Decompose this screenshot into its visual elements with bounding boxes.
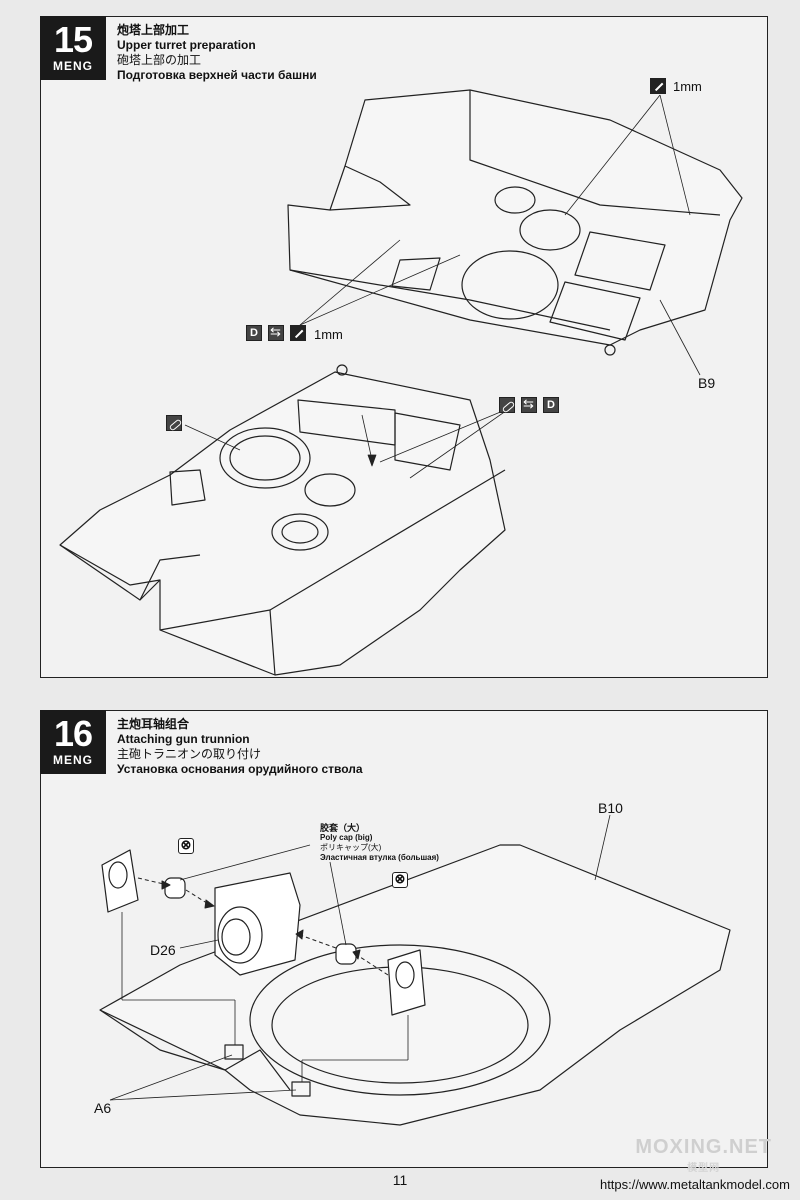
watermark-sub: 模型网 <box>687 1163 721 1174</box>
trunnion-parts <box>101 849 426 1016</box>
title-en: Upper turret preparation <box>117 38 256 52</box>
brand-logo: MENG <box>53 59 93 73</box>
leader-lines-top <box>299 94 701 376</box>
part-label-b9: B9 <box>698 375 716 391</box>
assembly-arrows <box>109 814 611 1101</box>
page-number: 11 <box>392 1172 408 1188</box>
part-letter-icon: D <box>543 397 559 413</box>
no-cement-icon: ⊗ <box>178 838 194 854</box>
glue-icon <box>499 397 515 413</box>
drill-icon <box>650 78 666 94</box>
part-label-b10: B10 <box>598 800 623 816</box>
no-cement-icon: ⊗ <box>392 872 408 888</box>
brand-logo: MENG <box>53 753 93 767</box>
polycap-zh: 胶套（大） <box>320 823 366 833</box>
step-badge: 15 MENG <box>40 16 106 80</box>
step-number: 15 <box>53 19 93 60</box>
part-label-d26: D26 <box>150 942 176 958</box>
polycap-en: Poly cap (big) <box>320 833 373 842</box>
step-titles: 主炮耳轴组合 Attaching gun trunnion 主砲トラニオンの取り… <box>117 717 363 777</box>
title-ru: Установка основания орудийного ствола <box>117 762 363 776</box>
part-label-a6: A6 <box>94 1100 112 1116</box>
watermark: MOXING.NET 模型网 <box>635 1136 772 1174</box>
polycap-jp: ポリキャップ(大) <box>320 843 382 852</box>
drill-size-label: 1mm <box>314 327 343 342</box>
title-ru: Подготовка верхней части башни <box>117 68 317 82</box>
turret-lower-assembly <box>59 364 506 676</box>
title-jp: 砲塔上部の加工 <box>117 53 202 67</box>
title-zh: 主炮耳轴组合 <box>117 717 190 731</box>
sand-icon <box>521 396 537 413</box>
watermark-main: MOXING.NET <box>635 1136 772 1158</box>
drill-size-label: 1mm <box>673 79 702 94</box>
turret-upper-part-b9 <box>287 89 743 356</box>
title-en: Attaching gun trunnion <box>117 732 250 746</box>
leader-lines-mid <box>184 407 511 479</box>
polycap-ru: Эластичная втулка (большая) <box>320 853 439 862</box>
step-titles: 炮塔上部加工 Upper turret preparation 砲塔上部の加工 … <box>117 23 317 83</box>
source-url: https://www.metaltankmodel.com <box>599 1177 790 1192</box>
title-zh: 炮塔上部加工 <box>117 23 190 37</box>
glue-icon <box>166 415 182 431</box>
sand-icon <box>268 324 284 341</box>
title-jp: 主砲トラニオンの取り付け <box>117 747 262 761</box>
part-letter-icon: D <box>246 325 262 341</box>
step-badge: 16 MENG <box>40 710 106 774</box>
step-number: 16 <box>53 713 93 754</box>
polycap-note: 胶套（大） Poly cap (big) ポリキャップ(大) Эластична… <box>320 823 439 863</box>
drill-icon <box>290 325 306 341</box>
